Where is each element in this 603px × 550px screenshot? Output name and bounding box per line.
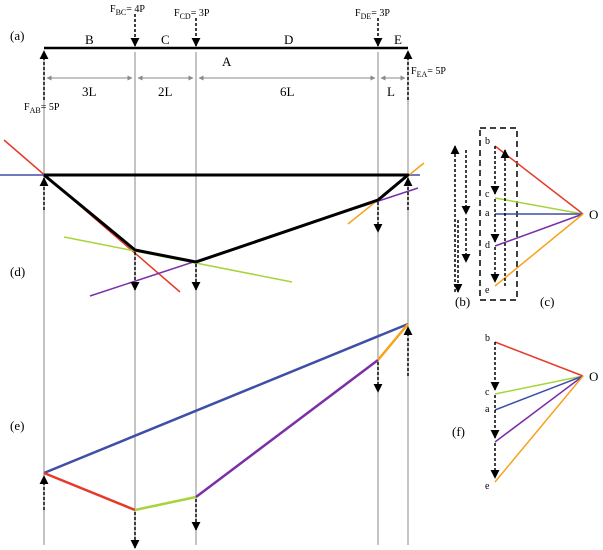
ray-green-c <box>494 197 584 215</box>
segment-green <box>134 495 197 512</box>
panel-c-force-polygon: b c a d e O (c) <box>479 127 598 309</box>
panel-label-f: (f) <box>452 424 465 439</box>
ray-orange-c <box>494 213 584 287</box>
ray-orange-f <box>494 375 584 483</box>
point-label-f-a: a <box>485 404 490 415</box>
point-label-e: e <box>485 285 490 296</box>
point-label-a: a <box>485 208 490 219</box>
point-label-f-b: b <box>485 333 490 344</box>
panel-e-funicular: (e) <box>10 322 413 549</box>
point-label-d: d <box>485 240 490 251</box>
segment-orange <box>377 323 409 361</box>
space-label-d: D <box>284 32 293 47</box>
span-label-3l: 3L <box>82 84 97 99</box>
panel-label-b: (b) <box>455 294 470 309</box>
closing-line-blue <box>43 322 409 475</box>
point-label-f-c: c <box>485 387 490 398</box>
panel-b-load-line: (b) <box>450 145 471 309</box>
segment-red <box>43 471 136 512</box>
pole-label-f-o: O <box>589 369 598 384</box>
force-label-ab: FAB= 5P <box>24 102 60 115</box>
space-label-c: C <box>161 32 170 47</box>
panel-label-c: (c) <box>540 294 554 309</box>
force-label-cd: FCD= 3P <box>174 8 210 21</box>
span-label-6l: 6L <box>280 84 295 99</box>
force-label-de: FDE= 3P <box>355 8 390 21</box>
pole-label-o: O <box>589 207 598 222</box>
guide-lines <box>43 52 409 545</box>
panel-label-a: (a) <box>10 28 24 43</box>
funicular-polygon <box>43 173 410 264</box>
ray-green-f <box>494 375 584 395</box>
ray-blue-f <box>494 375 584 411</box>
point-label-b: b <box>485 136 490 147</box>
span-label-2l: 2L <box>158 84 173 99</box>
panel-label-d: (d) <box>10 264 25 279</box>
point-label-f-e: e <box>485 481 490 492</box>
space-label-a: A <box>222 54 232 69</box>
panel-a-beam: (a) FBC= 4P FCD= 3P FDE= 3P FEA= 5P FAB=… <box>10 4 446 115</box>
ray-purple-f <box>494 375 584 443</box>
space-label-e: E <box>394 32 402 47</box>
point-label-c: c <box>485 189 490 200</box>
panel-d-funicular: (d) <box>0 139 425 297</box>
ray-red-f <box>494 341 584 377</box>
panel-f-force-polygon: b c a e O (f) <box>452 333 598 492</box>
ray-purple-c <box>494 213 584 247</box>
force-label-bc: FBC= 4P <box>110 4 145 17</box>
panel-label-e: (e) <box>10 418 24 433</box>
span-label-l: L <box>387 84 395 99</box>
space-label-b: B <box>85 32 94 47</box>
ray-red-c <box>494 145 584 215</box>
segment-purple <box>195 359 379 498</box>
force-label-ea: FEA= 5P <box>411 66 446 79</box>
